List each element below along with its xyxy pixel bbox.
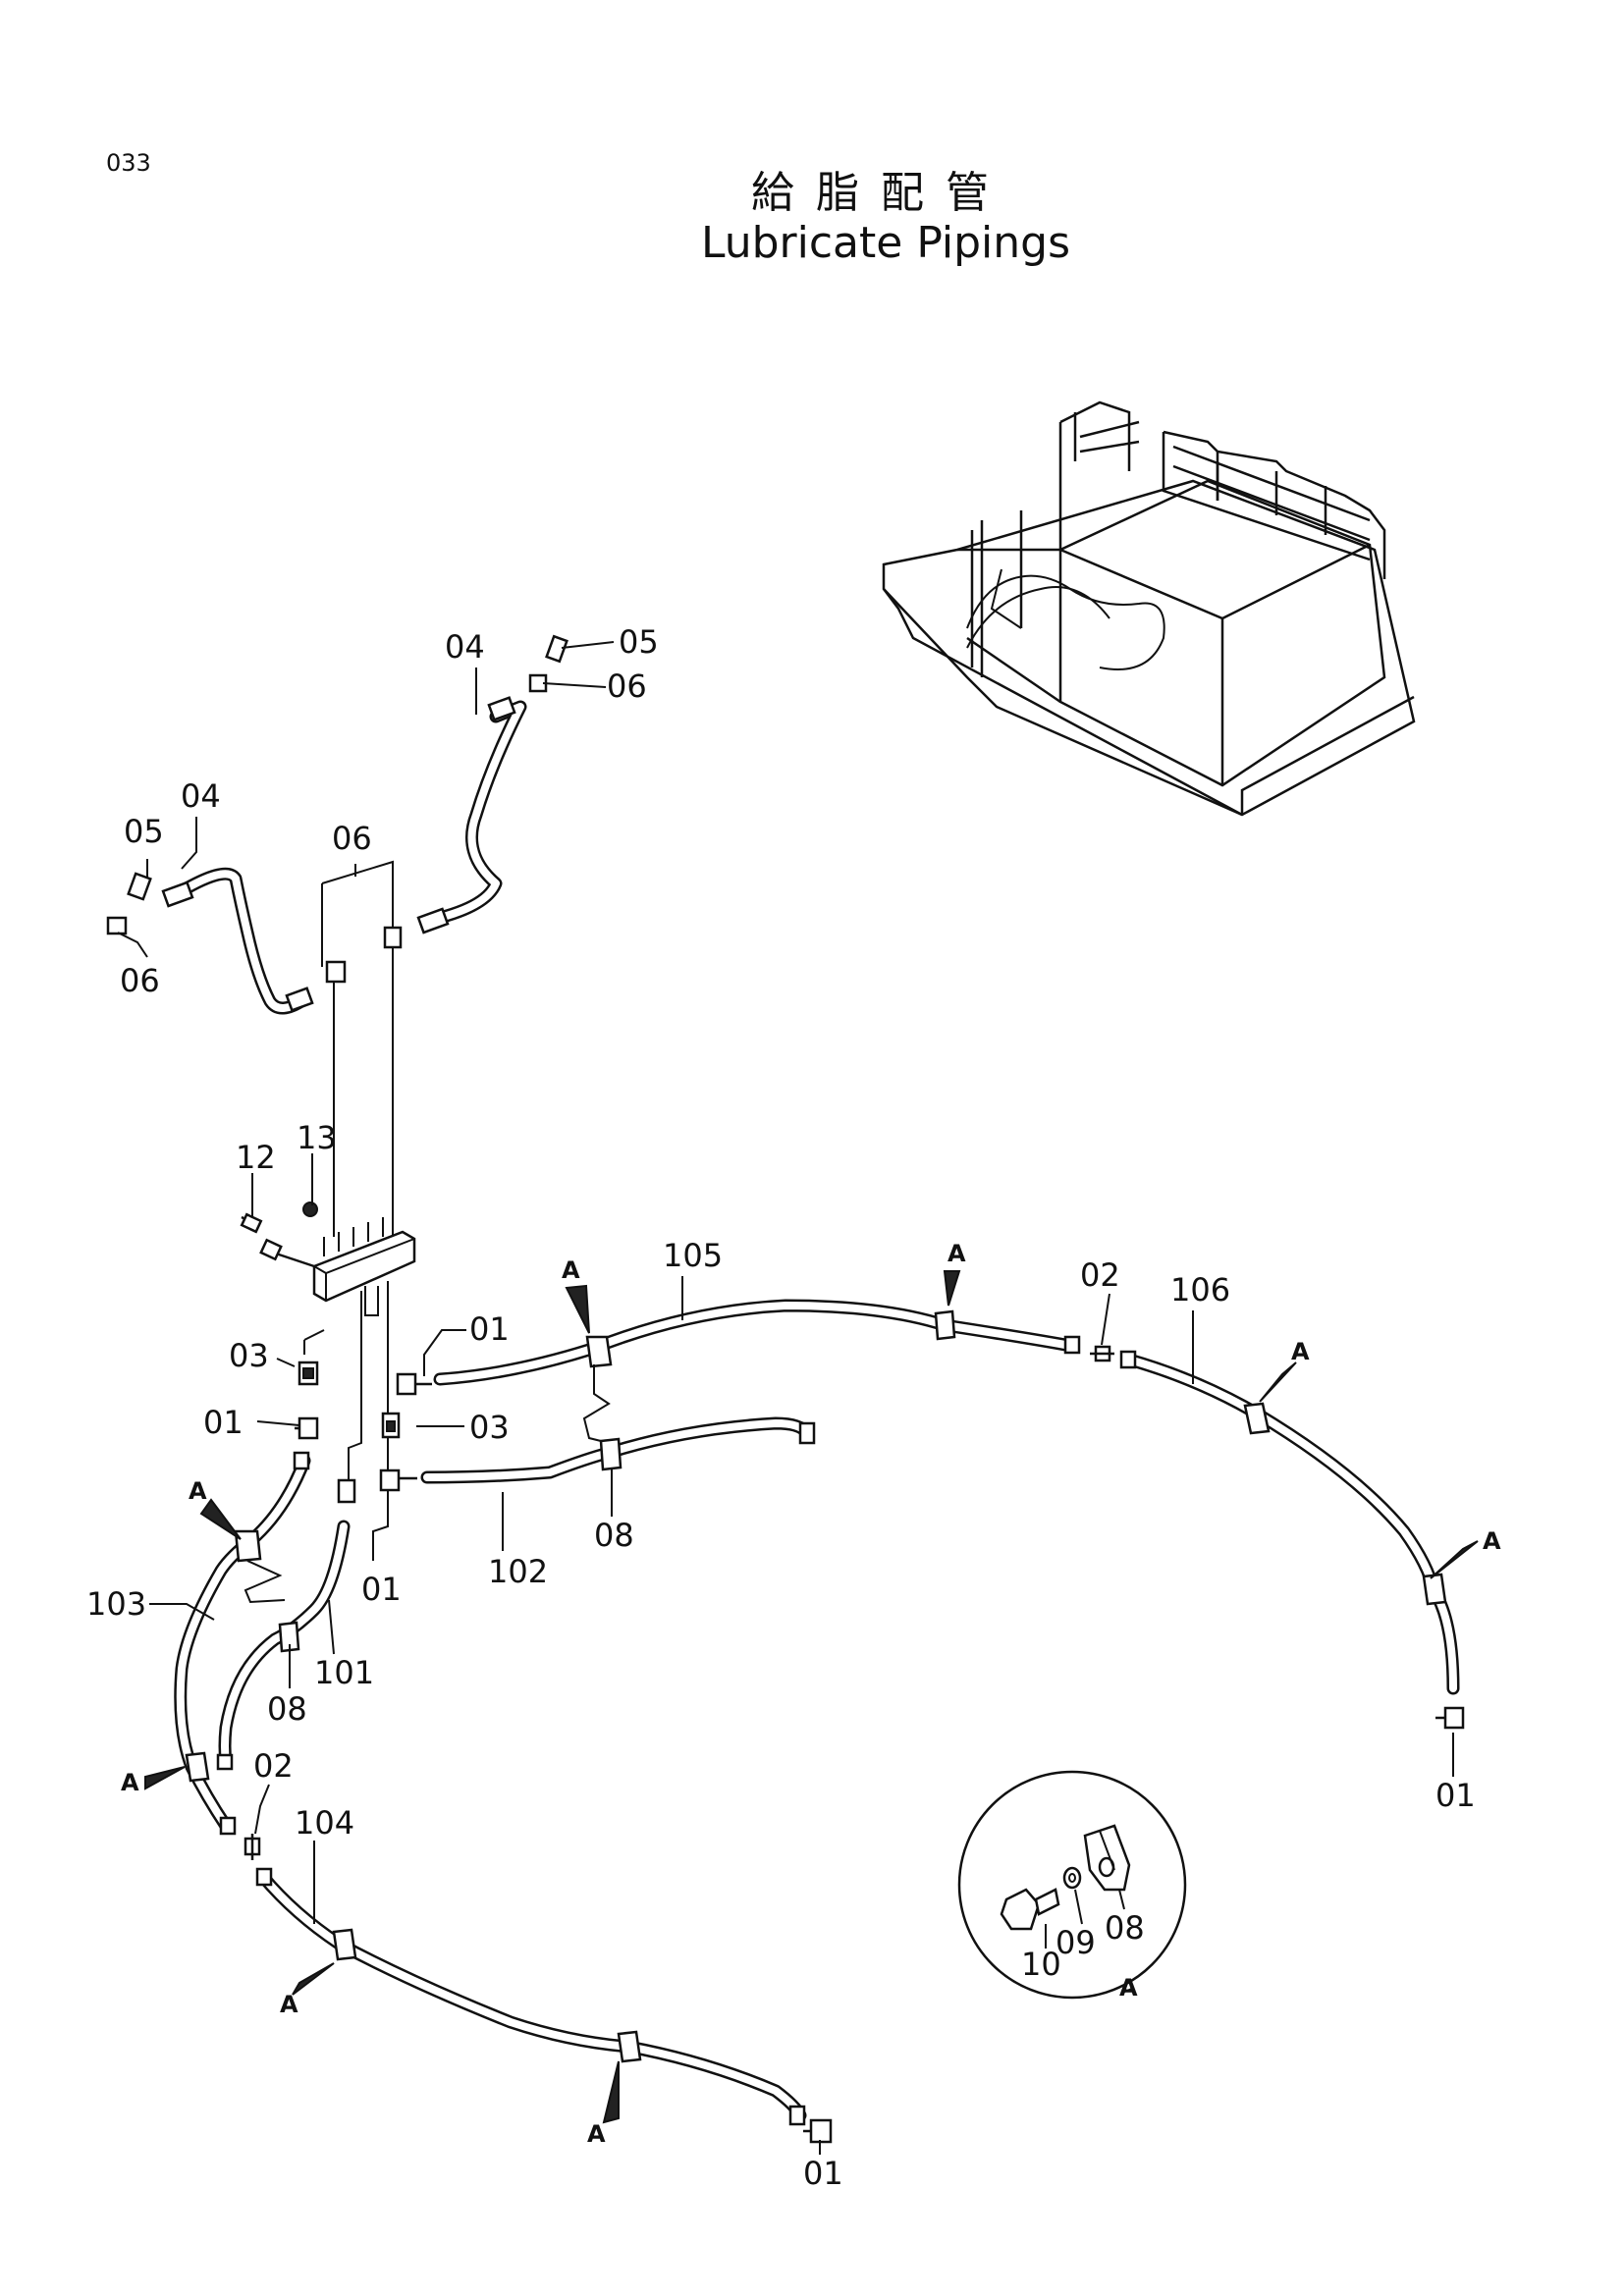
title-english: Lubricate Pipings [700, 218, 1071, 268]
pipe-101 [216, 1520, 351, 1771]
label-06-mid: 06 [332, 820, 372, 857]
fitting-01-mid [396, 1372, 432, 1396]
label-104: 104 [295, 1804, 354, 1842]
fitting-03-mid [381, 1412, 401, 1439]
fitting-near-101 [337, 1478, 356, 1504]
label-08-mid: 08 [594, 1517, 634, 1554]
label-12: 12 [236, 1139, 276, 1176]
section-marker: A [1291, 1338, 1310, 1365]
section-marker: A [280, 1991, 298, 2018]
label-01-right: 01 [1435, 1777, 1476, 1814]
label-103: 103 [86, 1585, 146, 1623]
machine-overview-illustration [882, 400, 1416, 817]
hose-04-left [161, 867, 314, 1015]
fitting-01-left [295, 1416, 319, 1440]
fitting-02-low [244, 1834, 261, 1860]
label-01-mid: 01 [469, 1310, 510, 1348]
label-03-mid: 03 [469, 1409, 510, 1446]
label-detail-09: 09 [1056, 1924, 1096, 1961]
label-01-bottom: 01 [803, 2155, 843, 2192]
fitting-01-right [1435, 1706, 1465, 1730]
fitting-01-bottom [803, 2118, 833, 2144]
label-08-left: 08 [267, 1690, 307, 1728]
label-05-top: 05 [619, 623, 659, 661]
label-01-low: 01 [361, 1571, 402, 1608]
section-marker: A [1119, 1974, 1138, 2002]
section-marker: A [947, 1240, 966, 1267]
section-marker: A [587, 2120, 606, 2148]
section-marker-labels: A A A A A A A A A [121, 1240, 1501, 2148]
pipe-105 [433, 1299, 1081, 1444]
fitting-06-left [106, 916, 128, 935]
section-marker: A [189, 1477, 207, 1505]
title-japanese: 給脂配管 [751, 168, 1010, 218]
label-102: 102 [488, 1553, 548, 1590]
label-detail-10: 10 [1021, 1946, 1061, 1983]
label-06-top: 06 [607, 667, 647, 705]
part-labels: 04 05 06 04 05 06 06 13 12 03 01 01 03 0… [86, 623, 1476, 2192]
grease-manifold-bracket [240, 860, 416, 1561]
label-detail-08: 08 [1105, 1909, 1145, 1947]
fitting-01-low [379, 1468, 417, 1492]
label-13: 13 [297, 1119, 337, 1156]
label-04-left: 04 [181, 777, 221, 815]
section-marker: A [562, 1256, 580, 1284]
label-02-right: 02 [1080, 1256, 1120, 1294]
pipe-103 [174, 1451, 311, 1836]
label-05-left: 05 [124, 813, 164, 850]
label-105: 105 [663, 1237, 723, 1274]
fitting-05-left [127, 872, 152, 901]
label-04-top: 04 [445, 628, 485, 666]
hose-04-upper [416, 696, 527, 934]
detail-a-circle [957, 1770, 1187, 2000]
label-03-left: 03 [229, 1337, 269, 1374]
section-arrows [144, 1270, 1479, 2124]
label-106: 106 [1170, 1271, 1230, 1308]
page-number: 033 [106, 149, 151, 177]
label-101: 101 [314, 1654, 374, 1691]
fitting-03-left [298, 1361, 319, 1386]
label-01-left: 01 [203, 1404, 244, 1441]
leader-lines [117, 641, 1454, 2155]
fitting-02-right [1090, 1345, 1114, 1362]
label-02-low: 02 [253, 1747, 294, 1785]
section-marker: A [121, 1769, 139, 1796]
label-06-left: 06 [120, 962, 160, 999]
section-marker: A [1483, 1527, 1501, 1555]
fitting-05-upper [545, 634, 568, 664]
pipe-102 [420, 1416, 816, 1484]
pipe-104 [255, 1867, 807, 2126]
pipe-106 [1119, 1350, 1460, 1695]
